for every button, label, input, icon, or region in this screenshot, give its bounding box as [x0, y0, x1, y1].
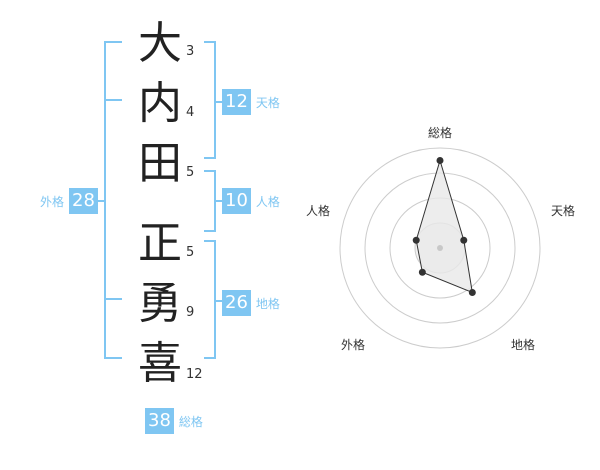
jinkaku-bracket-top [204, 170, 216, 172]
name-char-4: 正 [138, 218, 182, 269]
radar-point-upper_right [460, 236, 468, 244]
gaikaku-bracket-bottom [104, 357, 122, 359]
radar-label-tenkaku: 天格 [551, 204, 576, 218]
radar-label-chikaku: 地格 [511, 338, 536, 352]
stroke-count-6: 12 [186, 367, 203, 382]
tenkaku-bracket-bottom [204, 157, 216, 159]
name-char-3: 田 [138, 138, 182, 189]
soukaku-badge: 38 総格 [145, 408, 203, 434]
radar-label-gaikaku: 外格 [341, 338, 366, 352]
soukaku-value: 38 [145, 408, 174, 434]
stroke-count-3: 5 [186, 165, 195, 180]
stroke-count-4: 5 [186, 245, 195, 260]
jinkaku-label: 人格 [255, 194, 280, 209]
gaikaku-bracket-top [104, 41, 122, 43]
radar-point-lower_right [468, 288, 476, 296]
radar-label-jinkaku: 人格 [306, 204, 331, 218]
chikaku-bracket [214, 240, 216, 359]
jinkaku-badge: 10 人格 [222, 188, 280, 214]
chikaku-badge: 26 地格 [222, 290, 280, 316]
name-char-2: 内 [138, 78, 182, 129]
radar-center [437, 245, 443, 251]
tenkaku-bracket [214, 41, 216, 159]
radar-point-lower_left [418, 268, 426, 276]
radar-point-top [436, 157, 444, 164]
jinkaku-value: 10 [222, 188, 251, 214]
gaikaku-connector [98, 200, 106, 202]
jinkaku-bracket-bottom [204, 230, 216, 232]
stroke-count-5: 9 [186, 305, 195, 320]
chikaku-value: 26 [222, 290, 251, 316]
radar-ring-4 [339, 147, 541, 349]
radar-label-soukaku: 総格 [428, 126, 453, 140]
gaikaku-label: 外格 [40, 194, 65, 209]
chikaku-bracket-bottom [204, 357, 216, 359]
tenkaku-badge: 12 天格 [222, 89, 280, 115]
radar-point-upper_left [412, 236, 420, 244]
gaikaku-bracket-tick-2 [104, 298, 122, 300]
jinkaku-connector [214, 200, 222, 202]
name-char-5: 勇 [138, 278, 182, 329]
chikaku-connector [214, 300, 222, 302]
radar-polygon [415, 158, 473, 294]
soukaku-label: 総格 [178, 414, 203, 429]
tenkaku-value: 12 [222, 89, 251, 115]
name-char-1: 大 [138, 18, 182, 69]
gaikaku-value: 28 [69, 188, 98, 214]
name-char-6: 喜 [138, 338, 182, 389]
stroke-count-2: 4 [186, 105, 195, 120]
tenkaku-label: 天格 [255, 95, 280, 110]
gaikaku-bracket-tick-1 [104, 99, 122, 101]
tenkaku-connector [214, 101, 222, 103]
stroke-count-1: 3 [186, 44, 195, 59]
chikaku-bracket-top [204, 240, 216, 242]
chikaku-label: 地格 [255, 296, 280, 311]
tenkaku-bracket-top [204, 41, 216, 43]
gaikaku-badge: 外格 28 [40, 188, 98, 214]
